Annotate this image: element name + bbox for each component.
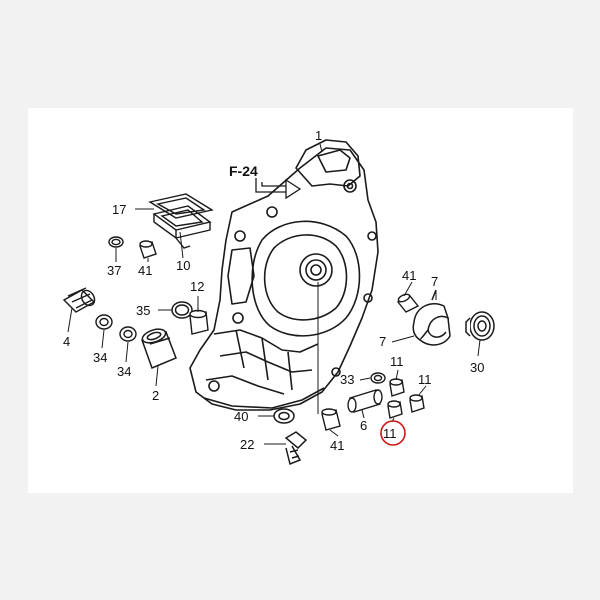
part-label-40: 40 [234,409,248,424]
dowel-pin-41-upper-drawing [139,240,157,259]
o-ring-33-drawing [370,372,386,384]
part-label-37: 37 [107,263,121,278]
collar-11-lower-drawing [387,400,403,419]
leader-lines [67,143,481,445]
dowel-pin-41-right-drawing [396,293,420,313]
part-label-41-lower: 41 [330,438,344,453]
highlight-circle [380,420,406,446]
washer-34-upper-drawing [95,314,113,330]
part-label-12: 12 [190,279,204,294]
reference-arrow [255,178,302,200]
crankcase-cover-drawing [189,139,379,411]
part-label-11-circled: 11 [383,426,397,441]
part-label-10: 10 [176,258,190,273]
filler-neck-2-drawing [141,328,177,369]
collar-12-drawing [189,309,209,335]
part-label-7-upper: 7 [431,274,438,289]
washer-34-lower-drawing [119,326,137,342]
part-label-17: 17 [112,202,126,217]
part-label-11-upper: 11 [390,354,404,369]
oil-seal-30-drawing [465,311,495,341]
part-label-33: 33 [340,372,354,387]
part-label-22: 22 [240,437,254,452]
dowel-pin-41-lower-drawing [321,408,341,431]
bearing-shell-7-drawing [412,289,451,346]
part-label-41-upper: 41 [138,263,152,278]
part-label-2: 2 [152,388,159,403]
o-ring-35-drawing [171,301,193,319]
part-label-6: 6 [360,418,367,433]
strainer-drawing [152,205,212,249]
reference-label-f24: F-24 [229,163,258,179]
o-ring-37-drawing [108,236,124,248]
drain-bolt-22-drawing [284,431,308,466]
collar-11-right-drawing [409,394,425,413]
part-label-4: 4 [63,334,70,349]
gasket-drawing [148,193,214,219]
part-label-11-right: 11 [418,372,432,387]
washer-40-drawing [273,408,295,424]
part-label-7-lower: 7 [379,334,386,349]
part-label-35: 35 [136,303,150,318]
part-label-30: 30 [470,360,484,375]
collar-11-upper-drawing [389,378,405,397]
part-label-34-upper: 34 [93,350,107,365]
part-label-41-right: 41 [402,268,416,283]
part-label-1: 1 [315,128,322,143]
joint-pipe-6-drawing [347,389,383,413]
part-label-34-lower: 34 [117,364,131,379]
plug-4-drawing [62,287,96,313]
